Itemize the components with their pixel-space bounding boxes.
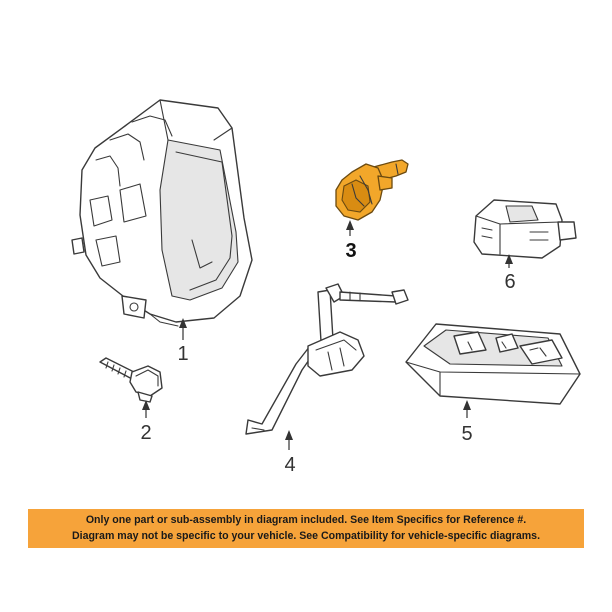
callout-number-3: 3	[345, 240, 356, 262]
callout-4: 4	[284, 430, 296, 476]
part-4-sensor-link[interactable]	[245, 283, 409, 435]
callout-number-2: 2	[140, 422, 151, 444]
disclaimer-banner: Only one part or sub-assembly in diagram…	[28, 509, 584, 548]
callout-2: 2	[140, 400, 152, 444]
callout-number-6: 6	[504, 271, 515, 293]
callout-1: 1	[177, 318, 189, 365]
callout-number-5: 5	[461, 423, 472, 445]
part-6-small-module[interactable]	[473, 199, 577, 259]
part-1-headlamp-housing[interactable]	[71, 99, 253, 327]
part-3-bulb-socket-highlighted[interactable]	[335, 159, 409, 221]
callout-3: 3	[345, 220, 357, 262]
banner-line-2: Diagram may not be specific to your vehi…	[71, 530, 541, 542]
callout-6: 6	[504, 254, 516, 293]
parts-diagram: 1 2 3 4 5 6	[71, 99, 581, 476]
callout-5: 5	[461, 400, 473, 445]
part-5-control-module[interactable]	[405, 323, 581, 405]
banner-line-1: Only one part or sub-assembly in diagram…	[85, 514, 527, 526]
callout-number-1: 1	[177, 343, 188, 365]
part-2-bolt[interactable]	[99, 357, 163, 403]
callout-number-4: 4	[284, 454, 295, 476]
